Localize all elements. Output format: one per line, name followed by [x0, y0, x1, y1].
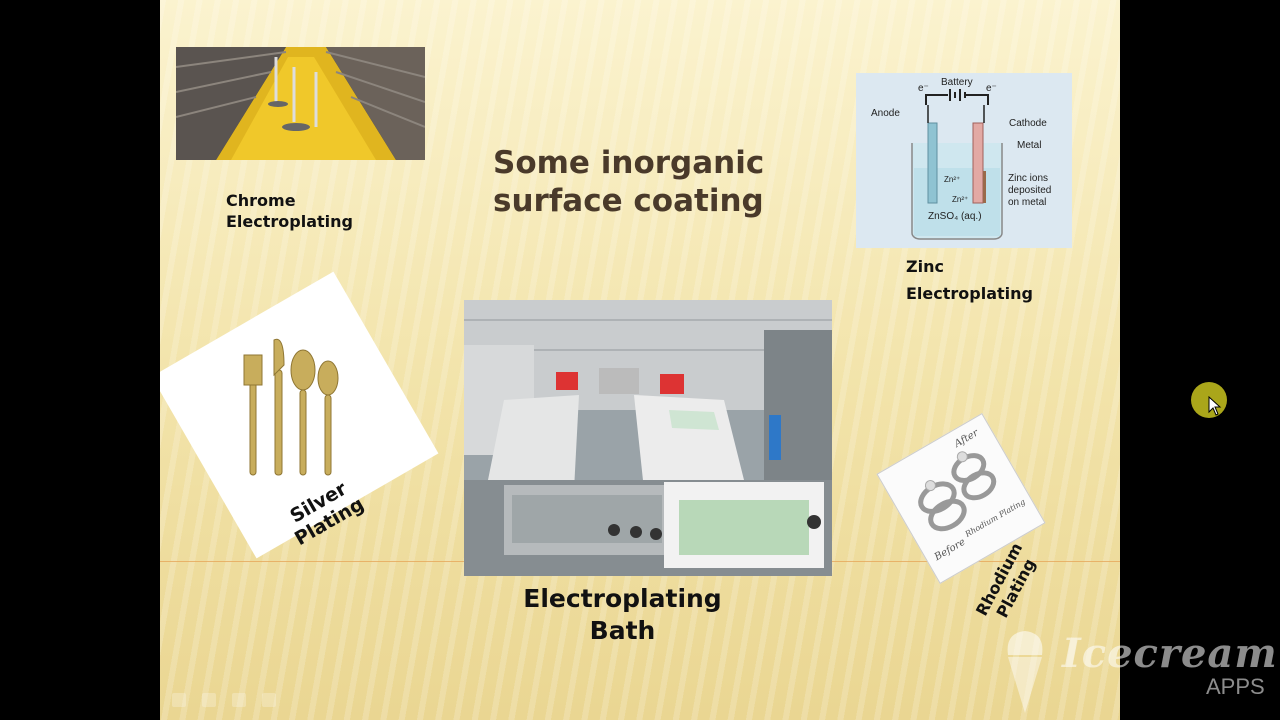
pen-tool-icon[interactable]	[202, 693, 216, 707]
zinc-electroplating-caption: Zinc Electroplating	[906, 257, 1033, 303]
slide-title: Some inorganic surface coating	[493, 145, 765, 219]
zinc-electroplating-diagram: Battery e⁻ e⁻ Anode Cathode Metal Zn²⁺ Z…	[856, 73, 1072, 248]
silver-plating-image	[160, 271, 439, 559]
cursor-arrow-icon	[1208, 396, 1222, 416]
battery-label: Battery	[941, 77, 973, 88]
zinc-ion-label-2: Zn²⁺	[952, 195, 969, 204]
slide-menu-icon[interactable]	[232, 693, 246, 707]
electron-right-label: e⁻	[986, 83, 997, 94]
chrome-electroplating-photo	[176, 47, 425, 160]
metal-label: Metal	[1017, 140, 1042, 151]
ice-cream-cone-icon	[1007, 631, 1043, 713]
icecream-apps-watermark: Icecream APPS	[1000, 620, 1280, 720]
solution-label: ZnSO₄ (aq.)	[928, 211, 982, 222]
prev-slide-icon[interactable]	[172, 693, 186, 707]
next-slide-icon[interactable]	[262, 693, 276, 707]
electroplating-bath-caption: Electroplating Bath	[523, 584, 722, 645]
cathode-label: Cathode	[1009, 118, 1047, 129]
presentation-slide: Chrome Electroplating Some inorganic sur…	[160, 0, 1120, 720]
chrome-electroplating-caption: Chrome Electroplating	[226, 191, 353, 231]
watermark-brand: Icecream	[1062, 630, 1278, 677]
zinc-ion-label-1: Zn²⁺	[944, 175, 961, 184]
electron-left-label: e⁻	[918, 83, 929, 94]
watermark-sub: APPS	[1206, 674, 1265, 699]
rhodium-plating-image: Before After Rhodium Plating	[876, 413, 1046, 584]
anode-label: Anode	[871, 108, 900, 119]
electroplating-bath-photo	[464, 300, 832, 576]
zinc-deposited-label: Zinc ions deposited on metal	[1008, 173, 1052, 208]
